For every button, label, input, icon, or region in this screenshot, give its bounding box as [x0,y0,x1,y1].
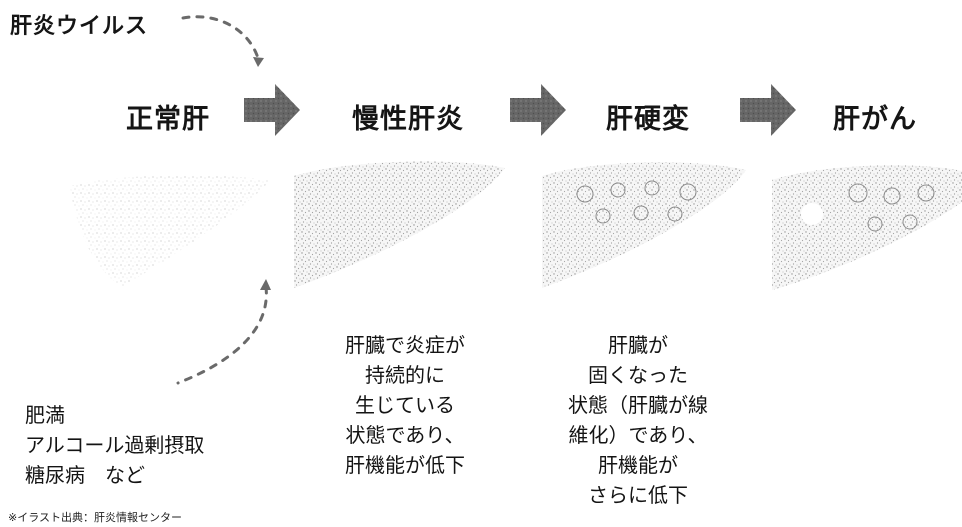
risk-dashed-arc [176,285,268,385]
arrow-1 [244,84,300,136]
risk-factor-item: アルコール過剰摂取 [25,433,205,457]
chronic-description-line: 肝機能が低下 [345,453,465,477]
stage-label-cirrhosis: 肝硬変 [606,104,690,135]
hepatitis-virus-label: 肝炎ウイルス [10,14,149,39]
arrow-2 [510,84,566,136]
chronic-description-line: 状態であり、 [345,423,465,447]
risk-factor-item: 肥満 [25,403,65,427]
risk-factor-item: 糖尿病 など [25,463,145,487]
cirrhosis-description-line: 状態（肝臓が線 [568,393,708,417]
cancer-lesion [801,203,823,225]
illustration-source-note: ※イラスト出典：肝炎情報センター [8,511,182,524]
cirrhosis-description-line: 肝機能が [598,453,678,477]
cirrhosis-description-line: さらに低下 [588,483,688,507]
stage-label-chronic-hepatitis: 慢性肝炎 [352,104,464,135]
liver-normal-illustration [70,175,270,287]
stage-label-liver-cancer: 肝がん [833,104,917,135]
arrow-3 [740,84,796,136]
cirrhosis-description-line: 肝臓が [608,333,668,357]
chronic-hepatitis-description: 肝臓で炎症が 持続的に 生じている 状態であり、 肝機能が低下 [320,330,490,480]
virus-arc-arrowhead [253,57,264,67]
virus-dashed-arc [181,15,260,60]
cancer-nodules [848,183,935,232]
risk-factors-list: 肥満 アルコール過剰摂取 糖尿病 など [25,400,204,490]
cirrhosis-description-line: 固くなった [588,363,688,387]
stage-label-normal-liver: 正常肝 [126,104,210,135]
risk-arc-arrowhead [260,279,271,290]
cirrhosis-description-line: 維化）であり、 [568,423,708,447]
liver-cirrhosis-illustration [542,162,746,288]
cirrhosis-nodules [576,180,697,224]
cirrhosis-description: 肝臓が 固くなった 状態（肝臓が線 維化）であり、 肝機能が さらに低下 [548,330,728,510]
liver-cancer-illustration [772,165,962,290]
chronic-description-line: 持続的に [365,363,445,387]
chronic-description-line: 生じている [355,393,455,417]
liver-chronic-illustration [294,161,505,288]
chronic-description-line: 肝臓で炎症が [345,333,465,357]
